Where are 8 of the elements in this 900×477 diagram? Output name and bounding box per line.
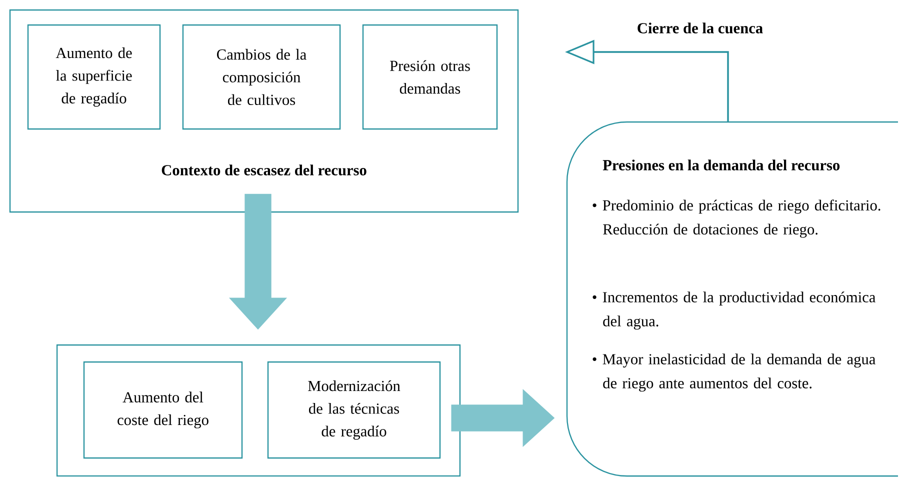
text-box: Cambios de la composición de cultivos	[182, 24, 341, 130]
group-box	[56, 344, 461, 477]
text-box: Presión otras demandas	[362, 24, 498, 130]
text-box: Modernización de las técnicas de regadío	[267, 361, 441, 459]
text-box: Aumento del coste del riego	[83, 361, 243, 459]
rounded-panel: Presiones en la demanda del recurso • Predominio de prácticas de riego deficitario. Reducción de dotaciones de riego. • Incrementos de la productividad económica del agua. • Mayor inelasticidad de la demanda de agua de riego ante aumentos del coste.	[566, 121, 898, 477]
text-box: Aumento de la superficie de regadío	[27, 24, 161, 130]
edge-label: Cierre de la cuenca	[636, 21, 764, 35]
